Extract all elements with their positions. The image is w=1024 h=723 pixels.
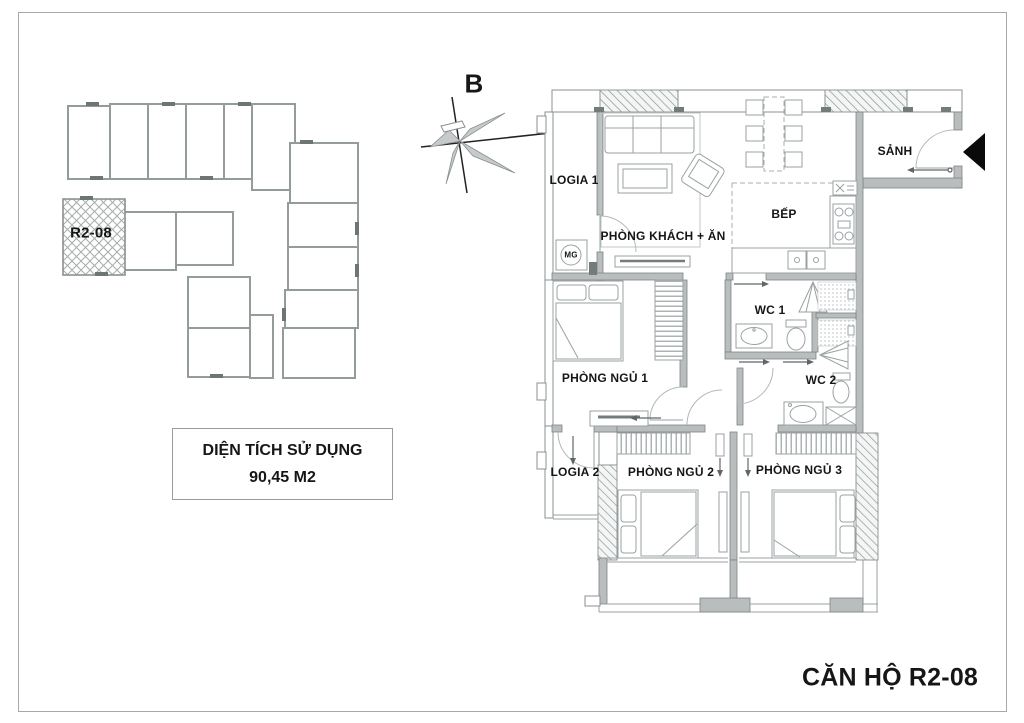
north-compass — [420, 96, 551, 194]
room-label-bedroom3: PHÒNG NGỦ 3 — [755, 463, 843, 477]
unit-title: CĂN HỘ R2-08 — [801, 663, 979, 692]
drawing-border-frame — [18, 12, 1007, 712]
room-label-hall: SẢNH — [877, 144, 913, 158]
door-swings — [557, 129, 955, 469]
room-label-bedroom1: PHÒNG NGỦ 1 — [561, 371, 649, 385]
area-info-box: DIỆN TÍCH SỬ DỤNG 90,45 M2 — [172, 428, 393, 500]
door-direction-arrows — [570, 167, 953, 477]
key-plan-highlighted-unit — [62, 198, 126, 276]
area-value: 90,45 M2 — [249, 468, 316, 486]
apartment-plan — [536, 89, 985, 613]
area-heading: DIỆN TÍCH SỬ DỤNG — [202, 441, 363, 459]
room-label-kitchen: BẾP — [771, 207, 797, 221]
key-plan — [62, 102, 359, 379]
room-label-wc1: WC 1 — [754, 303, 786, 317]
key-plan-unit-label: R2-08 — [70, 224, 112, 242]
entrance-arrow-icon — [963, 133, 985, 171]
room-label-bedroom2: PHÒNG NGỦ 2 — [627, 465, 715, 479]
north-label: B — [464, 68, 484, 99]
room-label-logia2: LOGIA 2 — [550, 465, 600, 479]
room-label-utility: MG — [564, 250, 578, 260]
room-label-logia1: LOGIA 1 — [549, 173, 599, 187]
room-label-wc2: WC 2 — [805, 373, 837, 387]
room-label-living: PHÒNG KHÁCH + ĂN — [600, 229, 726, 243]
